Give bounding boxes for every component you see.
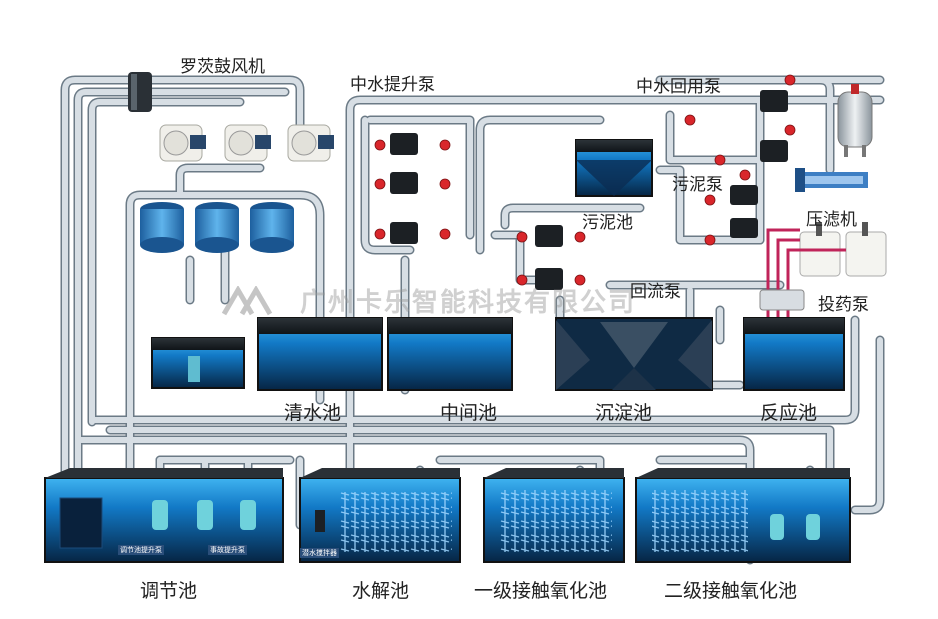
intermediate-tank-body	[387, 317, 513, 391]
valves	[374, 74, 796, 286]
label-reclaimed-water-pump: 中水回用泵	[636, 77, 721, 97]
reaction-tank-body	[743, 317, 845, 391]
label-sedimentation-tank: 沉淀池	[595, 402, 653, 424]
label-intermediate-tank: 中间池	[440, 402, 498, 424]
label-dosing-pump: 投药泵	[818, 295, 869, 315]
sludge-tank-body	[575, 139, 653, 197]
company-logo	[222, 286, 273, 316]
label-return-pump: 回流泵	[630, 282, 681, 302]
label-reaction-tank: 反应池	[760, 402, 818, 424]
dosing-tanks	[759, 222, 887, 330]
label-roots-blower: 罗茨鼓风机	[180, 57, 265, 77]
label-filter-press: 压滤机	[806, 210, 857, 230]
label-middle-water-lift-pump: 中水提升泵	[350, 75, 435, 95]
pipe-network	[60, 75, 885, 565]
regulating-lift-pump-tag: 调节池提升泵	[118, 545, 164, 555]
label-sludge-pump: 污泥泵	[672, 175, 723, 195]
label-clear-water-tank: 清水池	[284, 402, 342, 424]
sand-filters	[140, 202, 294, 253]
roots-blowers	[159, 124, 334, 162]
label-primary-contact-oxidation-tank: 一级接触氧化池	[474, 580, 608, 602]
label-sludge-tank: 污泥池	[582, 213, 633, 233]
watermark-text: 广州卡乐智能科技有限公司	[300, 288, 637, 318]
clear-water-tank-body	[257, 317, 383, 391]
submersible-mixer-tag: 潜水搅拌器	[300, 548, 339, 558]
label-hydrolysis-tank: 水解池	[352, 580, 410, 602]
filter-press-machine	[795, 168, 868, 192]
pressure-vessel	[837, 84, 873, 157]
air-manifold	[128, 72, 152, 112]
secondary-oxidation-tank-body	[635, 468, 851, 563]
lift-pumps	[390, 90, 788, 290]
label-secondary-contact-oxidation-tank: 二级接触氧化池	[664, 580, 798, 602]
accident-lift-pump-tag: 事故提升泵	[208, 545, 247, 555]
sedimentation-tank-body	[555, 317, 713, 391]
regulating-tank-body	[44, 468, 284, 563]
primary-oxidation-tank-body	[483, 468, 625, 563]
backwash-tank-body	[151, 337, 245, 389]
label-regulating-tank: 调节池	[140, 580, 198, 602]
